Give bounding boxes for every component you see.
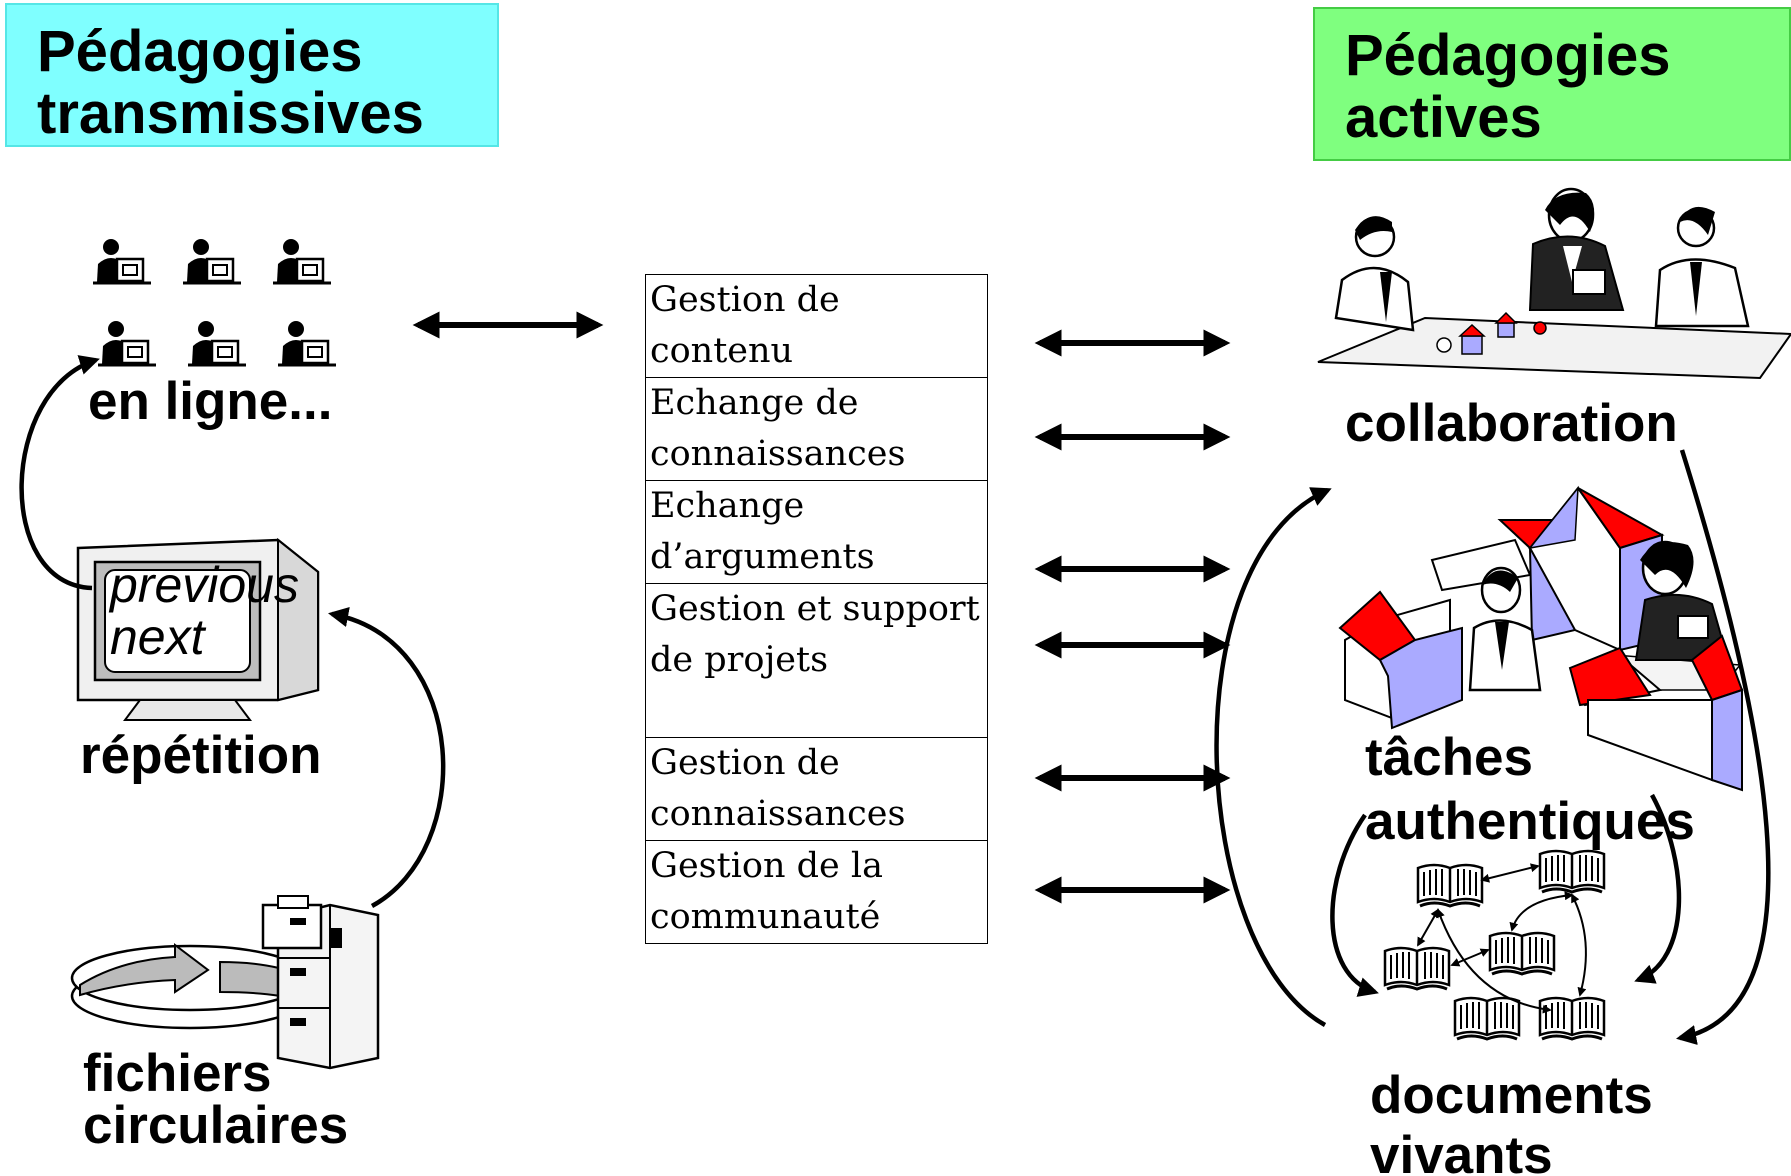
- arrow-tasks-to-documents-right: [1634, 793, 1682, 984]
- arrow-screen-to-online: [19, 355, 100, 591]
- arrow-documents-to-collaboration: [1214, 487, 1332, 1027]
- functions-row: Echange de connaissances: [645, 377, 988, 481]
- arrow-tasks-to-documents-left: [1330, 813, 1379, 997]
- header-transmissive-text: Pédagogies transmissives: [37, 19, 424, 146]
- label-living-documents: documents vivants: [1370, 1066, 1653, 1176]
- arrow-collaboration-to-documents: [1676, 449, 1771, 1045]
- label-online: en ligne...: [88, 372, 333, 431]
- functions-row: Gestion de contenu: [645, 274, 988, 378]
- functions-row: Gestion et support de projets: [645, 583, 988, 738]
- functions-table: Gestion de contenu Echange de connaissan…: [645, 274, 988, 944]
- function-cell: Gestion de la communauté: [645, 840, 988, 944]
- header-active-pedagogies: Pédagogies actives: [1313, 7, 1791, 161]
- function-cell: Gestion de contenu: [645, 274, 988, 378]
- label-repetition: répétition: [80, 726, 322, 785]
- living-documents-books-icon: [1383, 849, 1606, 1041]
- functions-row: Gestion de connaissances: [645, 737, 988, 841]
- filing-cabinet-icon: [261, 895, 380, 1070]
- online-learners-icon: [91, 237, 338, 367]
- label-circular-files: fichiers circulaires: [83, 1044, 349, 1155]
- functions-row: Gestion de la communauté: [645, 840, 988, 944]
- arrows-functions-to-active: [1034, 329, 1231, 904]
- computer-monitor-icon: [76, 537, 320, 721]
- circular-files-arrow-icon: [70, 942, 310, 1030]
- function-cell: Gestion de connaissances: [645, 737, 988, 841]
- label-authentic-tasks: tâches authentiques: [1365, 728, 1695, 851]
- function-cell: Echange d’arguments: [645, 480, 988, 584]
- function-cell: Echange de connaissances: [645, 377, 988, 481]
- function-cell: Gestion et support de projets: [645, 583, 988, 738]
- header-active-text: Pédagogies actives: [1345, 23, 1671, 150]
- screen-next-label: next: [110, 609, 205, 665]
- collaboration-scene-icon: [1317, 187, 1791, 380]
- authentic-tasks-scene-icon: [1338, 485, 1744, 792]
- screen-previous-label: previous: [110, 557, 299, 613]
- header-transmissive-pedagogies: Pédagogies transmissives: [5, 3, 499, 147]
- label-collaboration: collaboration: [1345, 394, 1678, 453]
- functions-row: Echange d’arguments: [645, 480, 988, 584]
- arrow-files-to-screen: [328, 607, 446, 908]
